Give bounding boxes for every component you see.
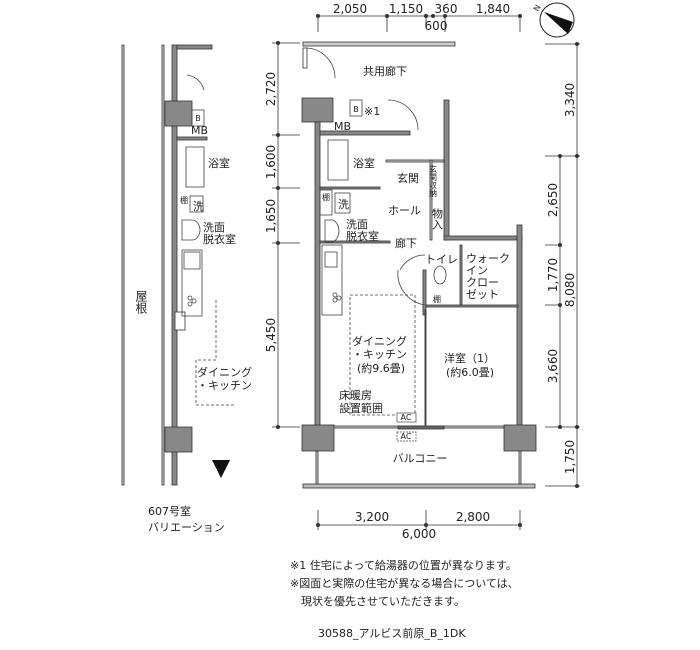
variation-caption: 607号室 バリエーション — [148, 504, 225, 536]
label-dk-size: (約9.6畳) — [357, 361, 405, 375]
label-shoe-storage: 玄関収納 — [429, 164, 438, 198]
var-label-washroom-1: 洗面 — [203, 221, 225, 234]
ac-outdoor-box — [396, 431, 417, 442]
dim-right-inner-1: 2,650 — [546, 183, 560, 217]
var-label-boiler: B — [195, 114, 201, 123]
label-toilet: トイレ — [425, 253, 458, 266]
variation-unit-fixtures — [181, 74, 236, 406]
dim-top-5: 600 — [425, 19, 448, 33]
label-balcony: バルコニー — [393, 452, 448, 465]
label-wic-3: クロー — [466, 276, 499, 289]
dim-left-3: 1,650 — [264, 199, 278, 233]
ac-indoor-box — [396, 412, 417, 423]
top-dimension-line — [315, 13, 523, 32]
dim-left-1: 2,720 — [264, 72, 278, 106]
variation-unit-walls — [121, 44, 213, 486]
label-hallway: 廊下 — [395, 236, 417, 250]
label-ac-indoor: AC — [401, 413, 412, 422]
label-boiler: B — [353, 105, 359, 114]
label-entrance: 玄関 — [397, 171, 419, 185]
variation-label: バリエーション — [148, 521, 225, 534]
dim-top-2: 1,150 — [389, 2, 423, 16]
label-wic-1: ウォーク — [466, 252, 510, 265]
dim-top-1: 2,050 — [333, 2, 367, 16]
note-1: ※1 住宅によって給湯器の位置が異なります。 — [290, 559, 517, 572]
label-mb: MB — [334, 120, 351, 133]
dim-right-inner-3: 3,660 — [546, 349, 560, 383]
label-wic-2: イン — [466, 264, 488, 277]
label-hall: ホール — [388, 204, 421, 217]
dim-top-4: 1,840 — [476, 2, 510, 16]
var-label-washroom-2: 脱衣室 — [203, 232, 236, 246]
compass-label: N — [532, 3, 543, 13]
dim-right-outer-3: 1,750 — [563, 440, 577, 474]
main-unit-fixtures — [306, 47, 447, 416]
plan-caption: 30588_アルビス前原_B_1DK — [318, 627, 466, 640]
label-wic-4: ゼット — [466, 288, 499, 301]
label-washer: 洗 — [338, 198, 349, 211]
bottom-dimension-lines — [315, 510, 523, 530]
dim-right-outer-1: 3,340 — [563, 83, 577, 117]
dim-right-outer-2: 8,080 — [563, 273, 577, 307]
var-label-washer: 洗 — [193, 200, 204, 213]
dim-left-4: 5,450 — [264, 318, 278, 352]
left-dimension-lines — [272, 41, 300, 429]
var-label-dk-1: ダイニング — [197, 365, 252, 379]
label-floor-heating-2: 設置範囲 — [339, 401, 383, 415]
right-dimension-lines — [545, 42, 580, 488]
label-common-corridor: 共用廊下 — [363, 64, 407, 78]
dim-bottom-1: 3,200 — [355, 510, 389, 524]
var-label-bath: 浴室 — [208, 156, 230, 170]
label-ac-outdoor: AC — [401, 432, 412, 441]
dim-left-2: 1,600 — [264, 145, 278, 179]
label-storage: 物入 — [431, 207, 444, 230]
label-dk-1: ダイニング — [352, 334, 407, 348]
var-label-shelf: 棚 — [180, 195, 188, 205]
label-washroom-2: 脱衣室 — [346, 229, 379, 243]
label-washroom-1: 洗面 — [346, 218, 368, 231]
var-label-mb: MB — [191, 124, 208, 137]
label-note-mark: ※1 — [364, 105, 380, 118]
note-3: 現状を優先させていただきます。 — [290, 595, 465, 608]
var-label-dk-2: ・キッチン — [197, 379, 252, 392]
label-dk-2: ・キッチン — [352, 348, 407, 361]
notes: ※1 住宅によって給湯器の位置が異なります。 ※図面と実際の住宅が異なる場合につ… — [290, 557, 519, 611]
dim-top-3: 360 — [435, 2, 458, 16]
label-western-size: (約6.0畳) — [446, 365, 494, 379]
variation-room-number: 607号室 — [148, 505, 191, 518]
label-bath: 浴室 — [353, 156, 375, 170]
label-roof: 屋根 — [134, 290, 148, 314]
dim-bottom-2: 2,800 — [456, 510, 490, 524]
dim-bottom-total: 6,000 — [402, 527, 436, 541]
label-shelf: 棚 — [322, 192, 330, 202]
label-toilet-shelf: 棚 — [433, 294, 441, 304]
down-arrow-icon — [212, 460, 230, 478]
dim-right-inner-2: 1,770 — [546, 258, 560, 292]
label-floor-heating-1: 床暖房 — [339, 388, 372, 402]
note-2: ※図面と実際の住宅が異なる場合については、 — [290, 577, 519, 590]
main-unit-walls — [301, 41, 537, 489]
label-western-room: 洋室（1） — [444, 351, 495, 365]
north-compass-icon: N — [532, 2, 575, 38]
